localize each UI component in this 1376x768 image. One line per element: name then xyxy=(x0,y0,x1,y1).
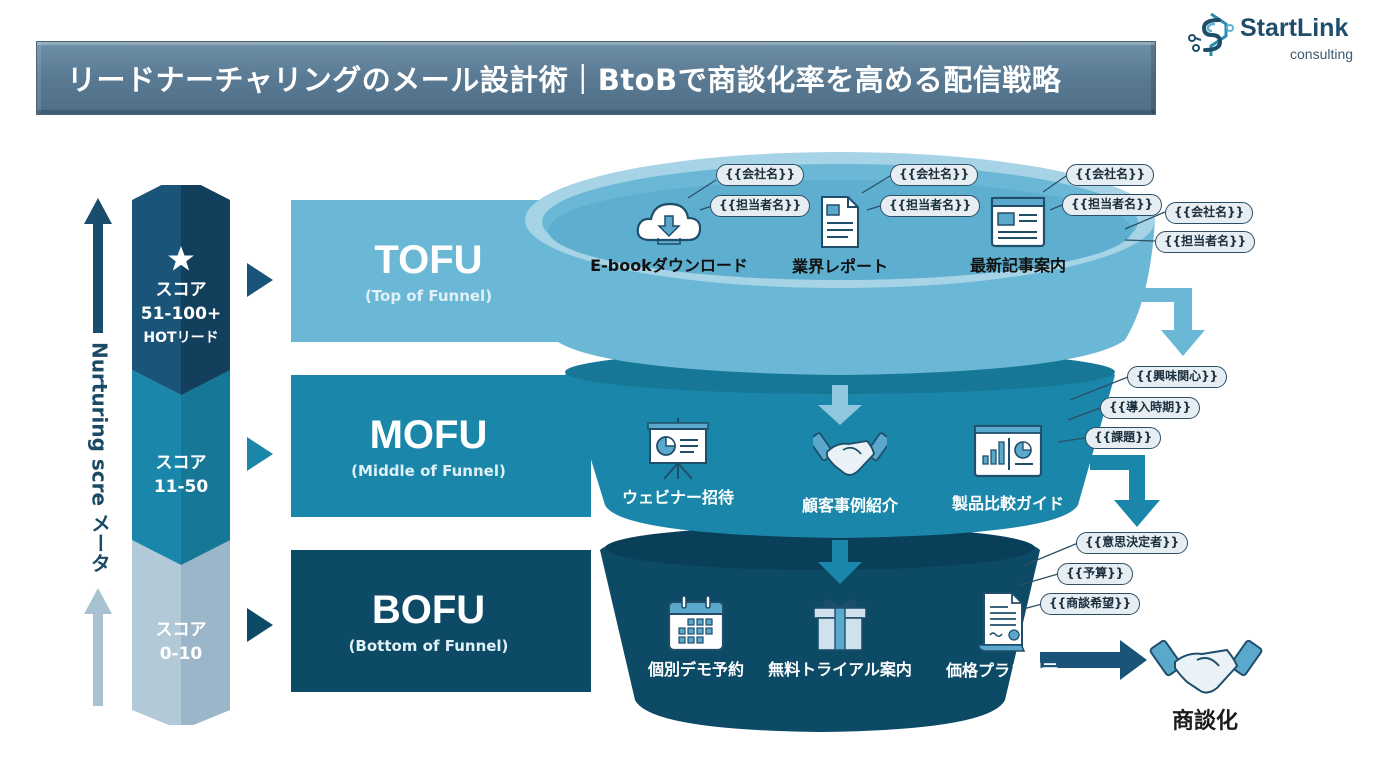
bofu-item-trial: 無料トライアル案内 xyxy=(755,594,925,680)
tofu-item-report: 業界レポート xyxy=(755,195,925,277)
score-level-mid: スコア 11-50 xyxy=(132,451,230,499)
score-column: スコア 51-100+ HOTリード スコア 11-50 スコア 0-10 xyxy=(132,185,230,725)
merge-tag: {{課題}} xyxy=(1085,427,1162,449)
stage-tofu-subtitle: (Top of Funnel) xyxy=(364,287,493,305)
pointer-bofu-icon xyxy=(247,608,273,642)
merge-tag: {{担当者名}} xyxy=(1155,231,1256,253)
arrow-up-dark-icon xyxy=(84,198,112,333)
merge-tag: {{会社名}} xyxy=(890,164,979,186)
stage-bofu: BOFU (Bottom of Funnel) xyxy=(291,550,621,692)
tofu-item-ebook-label: E-bookダウンロード xyxy=(590,256,748,275)
stage-bofu-name: BOFU xyxy=(371,588,486,632)
logo-subtitle: consulting xyxy=(1290,46,1354,62)
tofu-item-ebook: E-bookダウンロード xyxy=(584,198,754,276)
merge-tag: {{担当者名}} xyxy=(1062,194,1163,216)
score-mid-label: スコア xyxy=(155,453,207,473)
score-low-range: 0-10 xyxy=(159,644,203,664)
score-meter-label: Nurturing scre メータ xyxy=(87,342,112,574)
dashboard-chart-icon xyxy=(973,424,1043,478)
merge-tag: {{会社名}} xyxy=(716,164,805,186)
merge-tag: {{意思決定者}} xyxy=(1076,532,1189,554)
outcome-label: 商談化 xyxy=(1171,709,1238,734)
bofu-item-demo: 個別デモ予約 xyxy=(611,594,781,680)
merge-tag: {{会社名}} xyxy=(1165,202,1254,224)
star-icon xyxy=(168,246,194,271)
flow-arrow-mofu-bofu xyxy=(818,540,862,584)
bofu-item-pricing: 価格プラン提示 xyxy=(917,591,1087,681)
bofu-item-demo-label: 個別デモ予約 xyxy=(647,660,744,679)
mofu-item-case-study-label: 顧客事例紹介 xyxy=(801,496,898,515)
mofu-item-webinar: ウェビナー招待 xyxy=(593,418,763,508)
score-high-tier: HOTリード xyxy=(143,330,219,346)
score-level-high: スコア 51-100+ HOTリード xyxy=(132,278,230,350)
title-banner: リードナーチャリングのメール設計術｜BtoBで商談化率を高める配信戦略 xyxy=(36,41,1156,115)
tofu-item-report-label: 業界レポート xyxy=(791,257,888,276)
merge-tag: {{担当者名}} xyxy=(880,195,981,217)
stage-tofu-name: TOFU xyxy=(374,238,483,282)
mofu-item-comparison-label: 製品比較ガイド xyxy=(951,494,1064,513)
stage-mofu-name: MOFU xyxy=(369,413,488,457)
mofu-item-comparison: 製品比較ガイド xyxy=(923,424,1093,514)
contract-icon xyxy=(976,592,1026,652)
stage-mofu-subtitle: (Middle of Funnel) xyxy=(351,462,506,480)
score-high-range: 51-100+ xyxy=(140,304,222,324)
circuit-s-logo-icon xyxy=(1188,12,1234,56)
mofu-item-webinar-label: ウェビナー招待 xyxy=(621,488,734,507)
logo: StartLink consulting xyxy=(1186,8,1366,64)
document-icon xyxy=(821,196,859,248)
mofu-item-case-study: 顧客事例紹介 xyxy=(765,428,935,516)
score-level-low: スコア 0-10 xyxy=(132,618,230,666)
logo-name: StartLink xyxy=(1240,14,1349,42)
score-high-label: スコア xyxy=(155,280,207,300)
merge-tag: {{興味関心}} xyxy=(1127,366,1228,388)
flow-arrow-tofu-mofu xyxy=(818,385,862,425)
bofu-item-trial-label: 無料トライアル案内 xyxy=(768,660,912,679)
presentation-board-icon xyxy=(647,418,709,480)
stage-bofu-subtitle: (Bottom of Funnel) xyxy=(348,637,509,655)
score-low-label: スコア xyxy=(155,620,207,640)
merge-tag: {{予算}} xyxy=(1057,563,1134,585)
cloud-download-icon xyxy=(636,202,702,245)
calendar-icon xyxy=(667,595,725,652)
merge-tag: {{担当者名}} xyxy=(710,195,811,217)
pointer-mofu-icon xyxy=(247,437,273,471)
page-title: リードナーチャリングのメール設計術｜BtoBで商談化率を高める配信戦略 xyxy=(67,63,1062,97)
merge-tag: {{会社名}} xyxy=(1066,164,1155,186)
gift-icon xyxy=(813,599,867,651)
merge-tag: {{導入時期}} xyxy=(1100,397,1201,419)
side-arrow-mofu xyxy=(1090,455,1160,527)
tofu-item-article-label: 最新記事案内 xyxy=(969,256,1066,275)
handshake-icon xyxy=(813,432,887,476)
bofu-item-pricing-label: 価格プラン提示 xyxy=(945,661,1058,680)
merge-tag: {{商談希望}} xyxy=(1040,593,1141,615)
deal-handshake-icon xyxy=(1149,639,1263,694)
tofu-item-article: 最新記事案内 xyxy=(933,196,1103,276)
side-arrow-tofu xyxy=(1140,288,1205,356)
score-mid-range: 11-50 xyxy=(153,477,209,497)
stage-tofu: TOFU (Top of Funnel) xyxy=(291,200,621,342)
arrow-up-light-icon xyxy=(84,588,112,706)
pointer-tofu-icon xyxy=(247,263,273,297)
stage-mofu: MOFU (Middle of Funnel) xyxy=(291,375,621,517)
browser-article-icon xyxy=(990,196,1046,248)
